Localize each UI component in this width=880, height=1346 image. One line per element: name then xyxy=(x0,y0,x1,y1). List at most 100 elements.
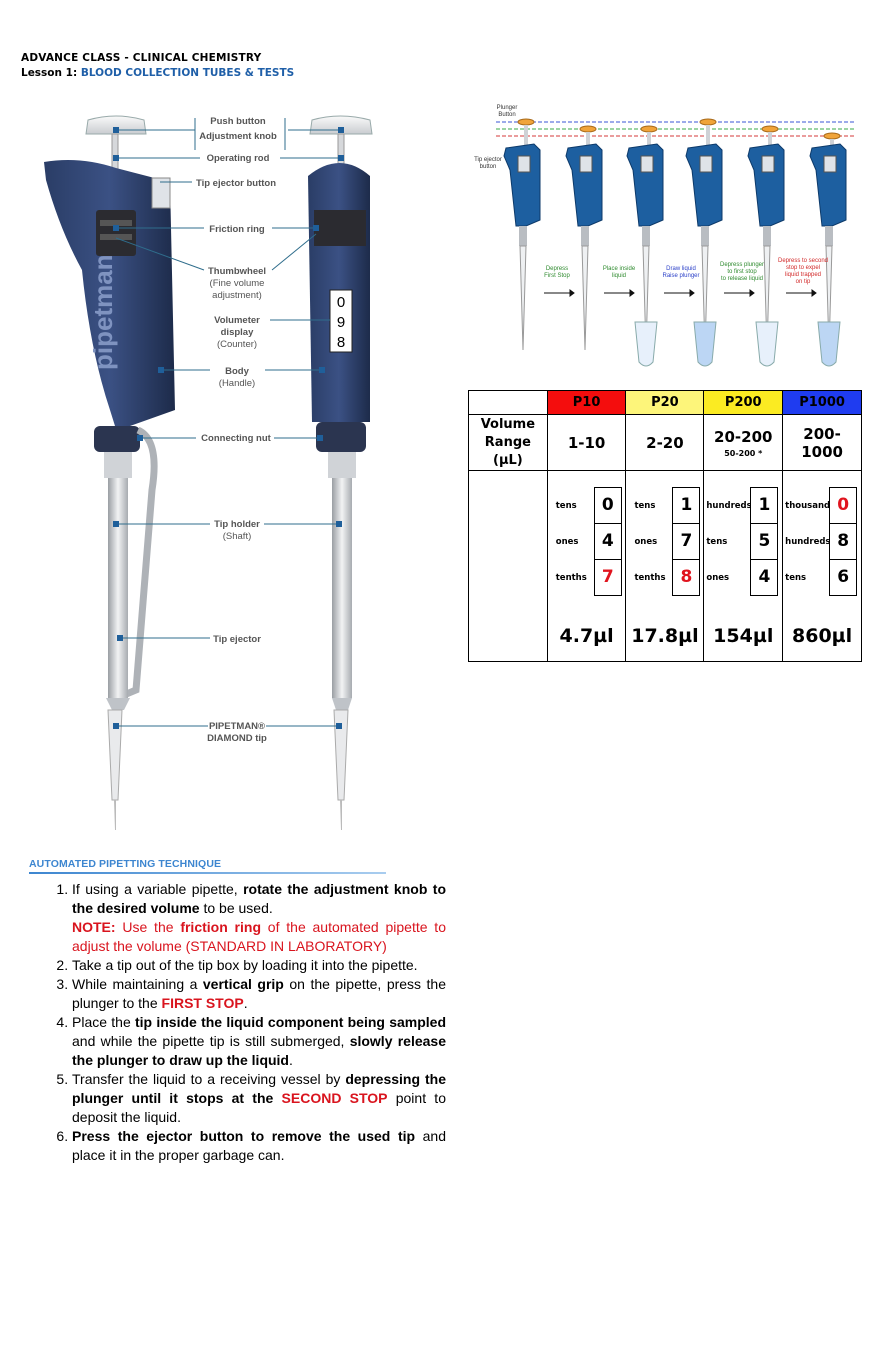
step-text: . xyxy=(289,1052,293,1068)
counter-blank-cell xyxy=(468,470,548,662)
label-tip-ejector-button: Tip ejector button xyxy=(196,178,276,189)
step-text: point to deposit the liquid. xyxy=(72,1090,446,1125)
step-text: . xyxy=(243,995,248,1011)
step3-caption-b: Raise plunger xyxy=(662,273,699,279)
digit-box: 0 xyxy=(829,487,858,524)
label-volumeter-1: Volumeter xyxy=(214,315,260,326)
label-connecting-nut: Connecting nut xyxy=(201,433,271,444)
digit-place-label: ones xyxy=(634,537,658,547)
step-emphasis: vertical grip xyxy=(202,976,284,992)
instruction-step: If using a variable pipette, rotate the … xyxy=(72,880,446,956)
instruction-step: Take a tip out of the tip box by loading… xyxy=(72,956,446,975)
step-pipette xyxy=(503,118,541,351)
part-labels: Push button Adjustment knob Operating ro… xyxy=(196,116,277,744)
digit-box: 7 xyxy=(593,559,622,596)
counter-digit-row: ones 4 xyxy=(704,559,782,596)
range-p200-note: 50-200 * xyxy=(724,448,763,458)
digit-box: 6 xyxy=(829,559,858,596)
leader-lines xyxy=(115,118,342,727)
digit-box: 8 xyxy=(829,523,858,560)
step5-caption-c: liquid trapped xyxy=(785,272,821,278)
step-red-emphasis: FIRST STOP xyxy=(161,995,244,1011)
step-text xyxy=(273,1090,281,1106)
step2-caption-a: Place inside xyxy=(603,266,636,272)
range-label-line-3: (µL) xyxy=(493,452,523,468)
range-label-line-1: Volume xyxy=(480,416,536,432)
counter-digit-row: ones 7 xyxy=(626,523,703,560)
counter-digit-row: tens 6 xyxy=(783,559,861,596)
plunger-label-2: Button xyxy=(498,112,515,118)
volume-range-label: Volume Range (µL) xyxy=(468,414,548,471)
instruction-list: If using a variable pipette, rotate the … xyxy=(40,880,446,1165)
step-emphasis: slowly release the plunger to draw up th… xyxy=(72,1033,446,1068)
brand-logo: pipetman xyxy=(88,254,118,370)
step-text: and place it in the proper garbage can. xyxy=(72,1128,446,1163)
step-text: If using a variable pipette, xyxy=(72,881,244,897)
step-pipette xyxy=(809,132,847,351)
left-pipette: pipetman xyxy=(44,115,175,830)
pipette-volume-table: P10 P20 P200 P1000 Volume Range (µL) 1-1… xyxy=(468,390,862,662)
ejector-label-1: Tip ejector xyxy=(474,157,502,163)
lesson-title: Lesson 1: BLOOD COLLECTION TUBES & TESTS xyxy=(21,67,294,79)
digit-place-label: ones xyxy=(706,573,730,583)
header-p10: P10 xyxy=(546,390,627,415)
ejector-label-2: button xyxy=(480,164,497,170)
steps-side-labels: Plunger Button Tip ejector button xyxy=(474,105,517,170)
step-text: and while the pipette tip is still subme… xyxy=(72,1033,350,1049)
digit-box: 1 xyxy=(672,487,701,524)
section-underline xyxy=(29,872,386,874)
step1-caption-a: Depress xyxy=(546,266,568,272)
range-p1000: 200-1000 xyxy=(782,414,862,471)
label-operating-rod: Operating rod xyxy=(207,153,270,164)
step5-caption-d: on tip xyxy=(796,279,811,285)
digit-place-label: tens xyxy=(785,573,807,583)
header-blank-cell xyxy=(468,390,548,415)
step-captions: Depress First Stop Place inside liquid D… xyxy=(544,258,828,285)
digit-box: 0 xyxy=(593,487,622,524)
digit-place-label: hundreds xyxy=(785,537,831,547)
digit-place-label: tens xyxy=(634,501,656,511)
range-label-line-2: Range xyxy=(484,434,531,450)
label-tip-ejector: Tip ejector xyxy=(213,634,261,645)
step-pipette xyxy=(685,118,723,351)
sample-tube xyxy=(693,321,717,367)
header-p20: P20 xyxy=(625,390,705,415)
range-p10: 1-10 xyxy=(546,414,627,471)
digit-place-label: ones xyxy=(555,537,579,547)
counter-digit-3: 8 xyxy=(337,334,345,351)
note-label: NOTE: xyxy=(72,919,116,935)
total-p1000: 860µl xyxy=(792,625,853,647)
label-thumbwheel-sub2: adjustment) xyxy=(212,290,262,301)
pipette-anatomy-diagram: pipetman 0 9 8 xyxy=(44,115,373,830)
digit-box: 7 xyxy=(672,523,701,560)
note-emphasis: friction ring xyxy=(180,919,261,935)
plunger-label-1: Plunger xyxy=(497,105,518,111)
label-volumeter-sub: (Counter) xyxy=(217,339,257,350)
lesson-name: BLOOD COLLECTION TUBES & TESTS xyxy=(80,67,295,79)
total-p20: 17.8µl xyxy=(631,625,699,647)
step-text: While maintaining a xyxy=(72,976,203,992)
counter-digit-2: 9 xyxy=(337,314,345,331)
step-text: Take a tip out of the tip box by loading… xyxy=(72,957,418,973)
label-thumbwheel-sub1: (Fine volume xyxy=(210,278,265,289)
section-title: AUTOMATED PIPETTING TECHNIQUE xyxy=(29,858,222,870)
leader-markers xyxy=(113,127,344,729)
step-pipette xyxy=(565,125,603,351)
digit-place-label: hundreds xyxy=(706,501,752,511)
digit-box: 4 xyxy=(750,559,779,596)
step-emphasis: rotate the adjustment knob to the desire… xyxy=(72,881,446,916)
digit-place-label: thousands xyxy=(785,501,836,511)
step-text: on the pipette, press the plunger to the xyxy=(72,976,447,1011)
step-text: Transfer the liquid to a receiving vesse… xyxy=(72,1071,346,1087)
step-pipette xyxy=(747,125,785,351)
